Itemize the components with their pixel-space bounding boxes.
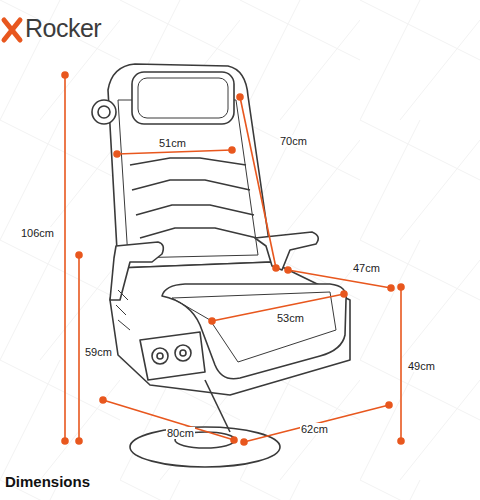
dimension-label: 49cm [407, 360, 436, 372]
dimension-label: 106cm [20, 227, 55, 239]
dimension-label: 47cm [352, 262, 381, 274]
section-heading: Dimensions [4, 474, 91, 491]
dimension-label: 59cm [84, 346, 113, 358]
dimension-label: 51cm [158, 137, 187, 149]
brand-name: Rocker [24, 15, 102, 43]
dimension-label: 62cm [300, 423, 329, 435]
dimension-label: 53cm [276, 312, 305, 324]
chair-outline [92, 64, 350, 467]
dimension-label: 70cm [279, 135, 308, 147]
dimension-label: 80cm [166, 427, 195, 439]
dimension-lines [62, 72, 404, 445]
logo-x [4, 20, 20, 40]
